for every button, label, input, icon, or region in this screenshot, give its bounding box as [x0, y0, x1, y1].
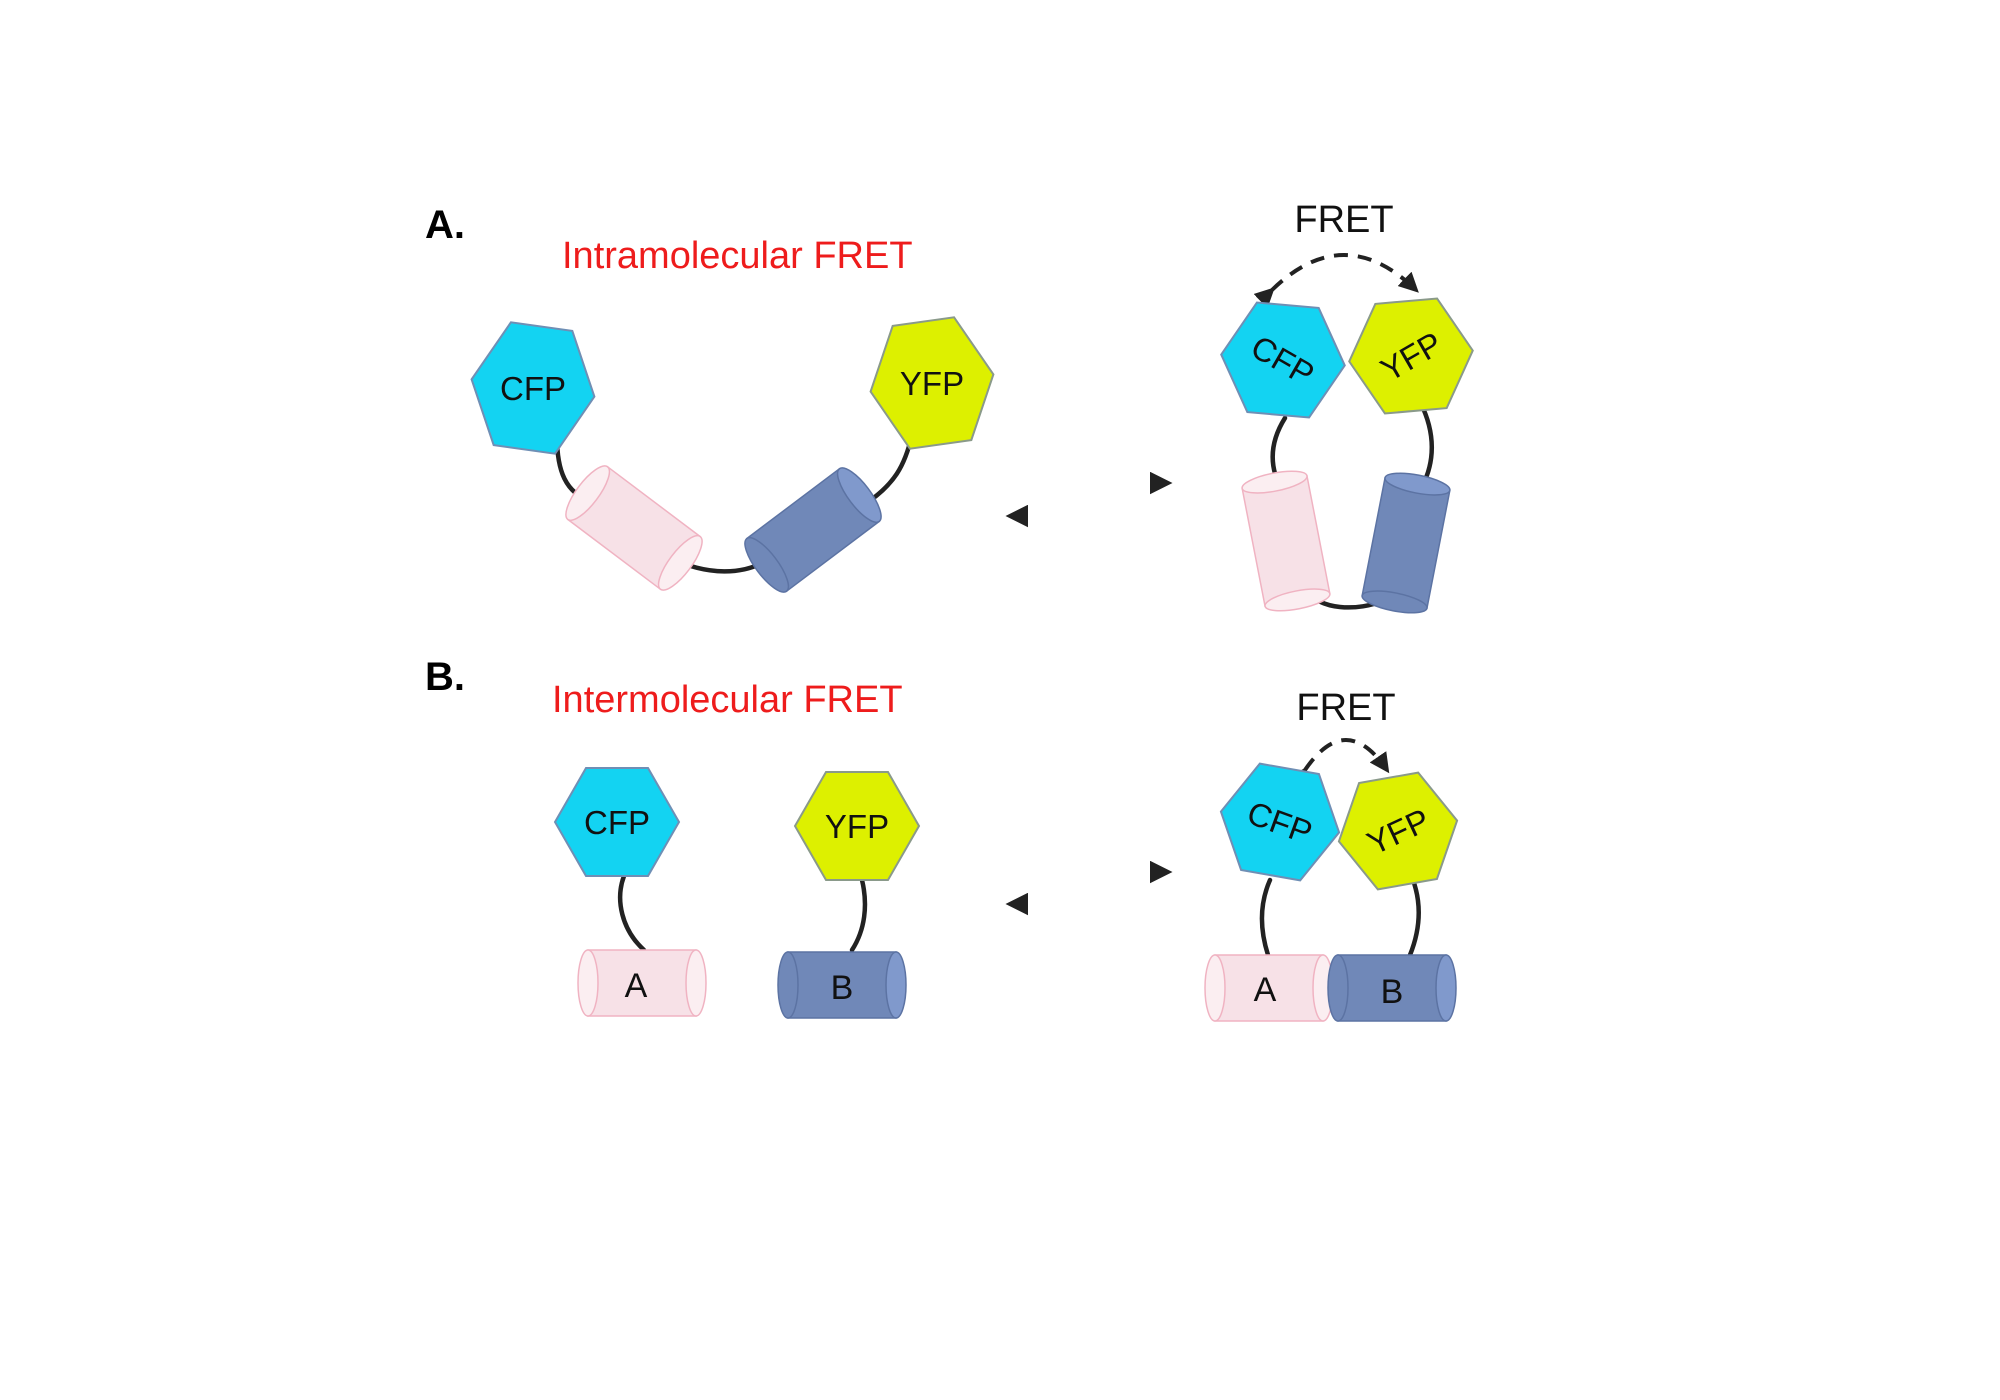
panel-b-letter: B. [425, 655, 465, 699]
yfp-acceptor-b: YFP [793, 771, 921, 881]
equilibrium-arrows-b [1005, 860, 1173, 916]
domain-b: B [777, 951, 907, 1019]
domain-b-label: B [831, 969, 854, 1007]
linker-cfp-to-a [617, 873, 647, 953]
panel-a-letter: A. [425, 203, 465, 247]
folded-construct: FRET CFP YFP [1220, 199, 1474, 614]
separate-molecules: A B CFP YFP [553, 767, 921, 1019]
domain-a: A [577, 949, 707, 1017]
cfp-label-b: CFP [584, 804, 650, 841]
equilibrium-arrows-a [1005, 471, 1173, 528]
linker-cfp-bound [1259, 877, 1273, 958]
cfp-donor-bound: CFP [1219, 762, 1341, 882]
yfp-acceptor-folded: YFP [1348, 297, 1474, 415]
bound-complex: FRET A B CFP YFP [1204, 687, 1459, 1022]
domain-a-label: A [625, 967, 648, 1005]
yfp-label-b: YFP [825, 808, 889, 845]
panel-a-title: Intramolecular FRET [562, 235, 913, 277]
domain-a-bound: A [1204, 954, 1334, 1022]
yfp-label: YFP [900, 365, 964, 402]
yfp-acceptor-bound: YFP [1337, 771, 1459, 891]
pink-domain-folded [1241, 470, 1331, 612]
domain-a-bound-label: A [1254, 971, 1277, 1009]
fret-energy-transfer-arrow-b [1287, 738, 1390, 789]
blue-domain [744, 467, 882, 593]
pink-domain [565, 465, 703, 591]
cfp-donor-b: CFP [553, 767, 681, 877]
blue-domain-folded [1361, 472, 1451, 614]
cfp-donor-folded: CFP [1220, 301, 1346, 419]
unfolded-construct: CFP YFP [470, 316, 995, 593]
domain-b-bound-label: B [1381, 973, 1404, 1011]
domain-b-bound: B [1327, 954, 1457, 1022]
fret-energy-transfer-arrow [1253, 253, 1419, 309]
linker-yfp-bound [1407, 877, 1421, 958]
fret-label-a: FRET [1294, 199, 1393, 241]
yfp-acceptor: YFP [869, 316, 995, 450]
linker-yfp-to-b [849, 877, 868, 953]
cfp-donor: CFP [470, 321, 596, 455]
cfp-label: CFP [500, 370, 566, 407]
panel-b-title: Intermolecular FRET [552, 679, 903, 721]
fret-label-b: FRET [1296, 687, 1395, 729]
panel-a: A. Intramolecular FRET CFP [425, 199, 1474, 614]
panel-b: B. Intermolecular FRET A B CFP [425, 655, 1459, 1022]
